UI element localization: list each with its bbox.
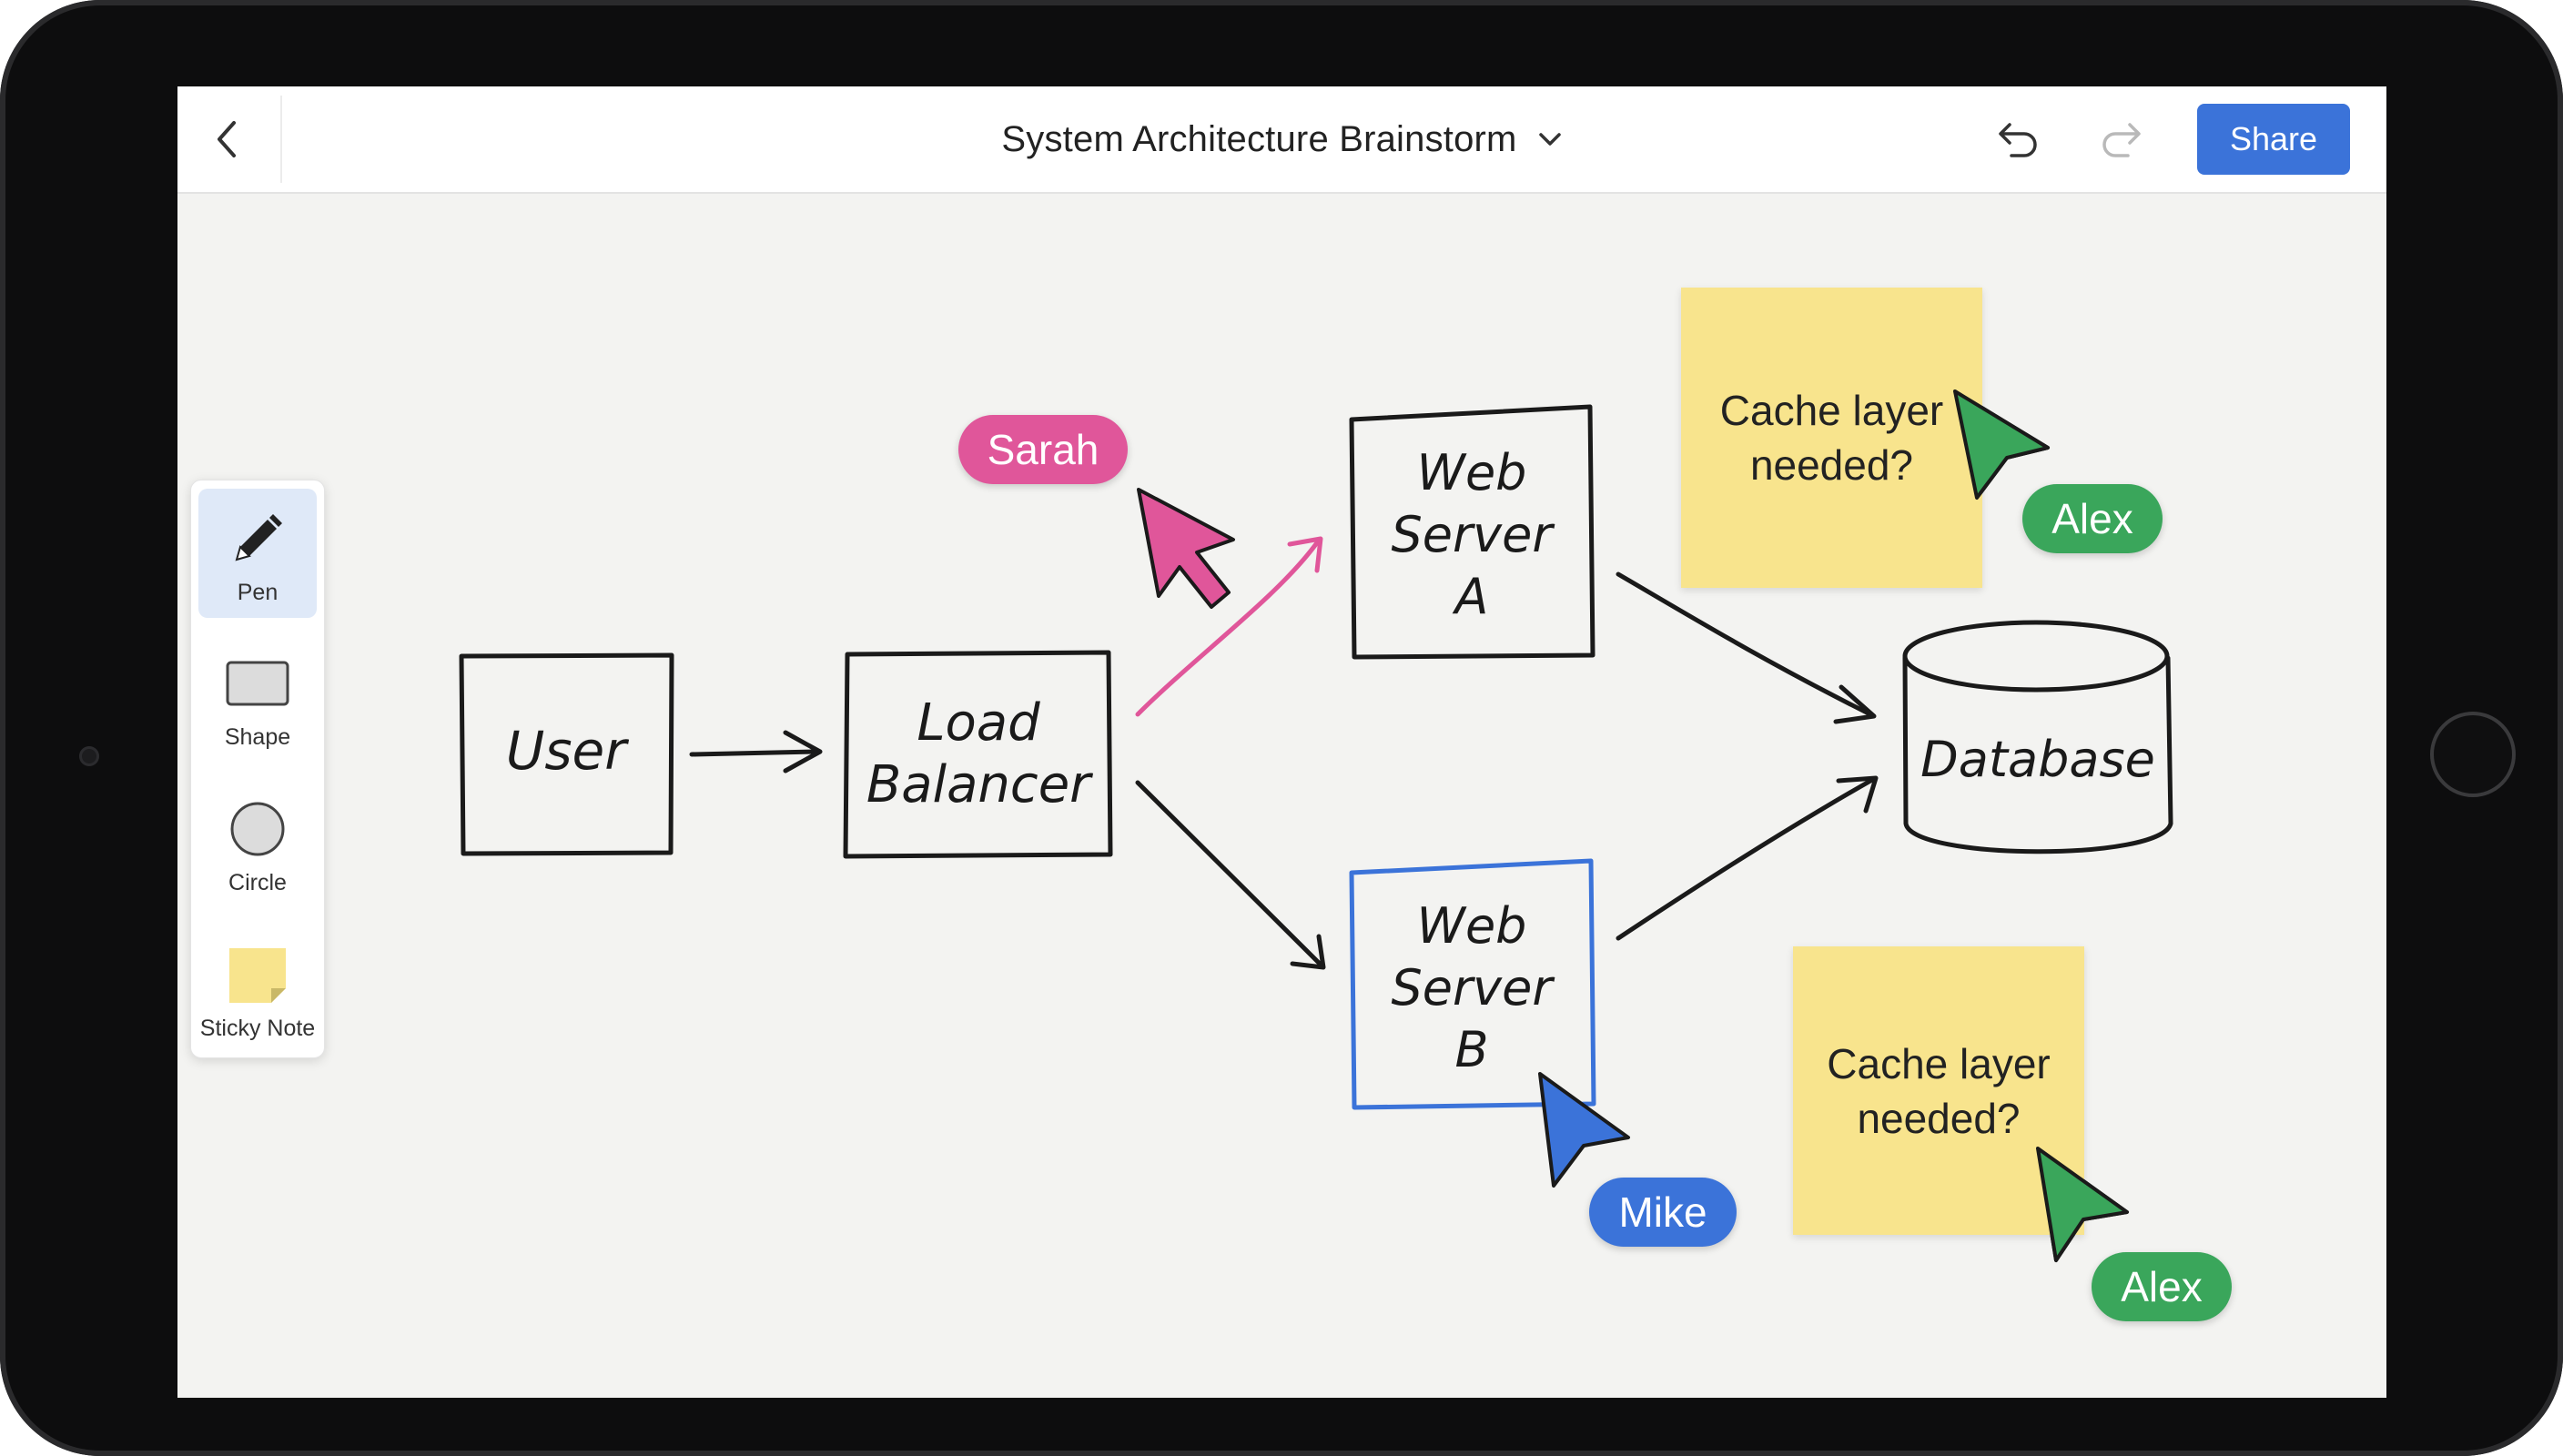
arrow-load-balancer-to-web-server-a bbox=[1135, 536, 1323, 717]
undo-icon bbox=[1999, 123, 2037, 157]
sticky-note[interactable]: Cache layer needed? bbox=[1793, 946, 2084, 1235]
app-screen: System Architecture Brainstorm Share bbox=[177, 86, 2386, 1398]
collaborator-tag-sarah: Sarah bbox=[958, 415, 1128, 484]
sticky-note-tool[interactable]: Sticky Note bbox=[198, 925, 317, 1054]
shape-tool-label: Shape bbox=[224, 724, 291, 750]
redo-button[interactable] bbox=[2093, 112, 2148, 167]
top-bar: System Architecture Brainstorm Share bbox=[177, 86, 2386, 194]
arrow-load-balancer-to-web-server-b bbox=[1135, 780, 1326, 970]
circle-icon bbox=[230, 802, 285, 856]
home-button[interactable] bbox=[2430, 712, 2516, 797]
sticky-note-tool-label: Sticky Note bbox=[199, 1016, 316, 1041]
web-server-a-label-line1: Web bbox=[1417, 444, 1527, 501]
title-area: System Architecture Brainstorm bbox=[177, 86, 2386, 192]
web-server-a-label-line3: A bbox=[1453, 568, 1489, 625]
sarah-cursor bbox=[1137, 488, 1235, 609]
circle-tool[interactable]: Circle bbox=[198, 779, 317, 908]
sticky-note-text: Cache layer needed? bbox=[1827, 1039, 2051, 1142]
share-button[interactable]: Share bbox=[2197, 104, 2350, 175]
web-server-a-node[interactable]: Web Server A bbox=[1349, 404, 1596, 660]
chevron-down-icon bbox=[1538, 133, 1561, 146]
pen-tool[interactable]: Pen bbox=[198, 489, 317, 618]
arrow-user-to-load-balancer bbox=[689, 730, 823, 774]
back-button[interactable] bbox=[200, 112, 255, 167]
database-label: Database bbox=[1920, 731, 2155, 788]
shape-tool[interactable]: Shape bbox=[198, 633, 317, 763]
sticky-note[interactable]: Cache layer needed? bbox=[1681, 288, 1982, 588]
load-balancer-label-line1: Load bbox=[917, 693, 1040, 753]
web-server-b-node[interactable]: Web Server B bbox=[1349, 858, 1596, 1110]
drawing-toolbar: Pen Shape Circle bbox=[190, 480, 325, 1058]
web-server-b-label-line2: Server bbox=[1391, 959, 1555, 1016]
database-node[interactable]: Database bbox=[1902, 620, 2173, 854]
web-server-a-label-line2: Server bbox=[1391, 506, 1555, 563]
arrow-web-server-b-to-database bbox=[1616, 775, 1879, 941]
load-balancer-label-line2: Balancer bbox=[866, 755, 1093, 814]
title-dropdown[interactable]: System Architecture Brainstorm bbox=[1001, 119, 1562, 160]
collaborator-tag-alex: Alex bbox=[2092, 1252, 2232, 1321]
undo-button[interactable] bbox=[1991, 112, 2046, 167]
user-node[interactable]: User bbox=[459, 652, 674, 856]
sticky-note-icon bbox=[229, 948, 286, 1003]
pen-tool-label: Pen bbox=[237, 580, 279, 605]
front-camera bbox=[79, 746, 99, 766]
user-node-label: User bbox=[506, 720, 629, 782]
rectangle-icon bbox=[226, 661, 289, 706]
pen-icon bbox=[235, 514, 282, 561]
collaborator-tag-alex: Alex bbox=[2022, 484, 2163, 553]
circle-tool-label: Circle bbox=[228, 870, 287, 895]
divider bbox=[280, 96, 282, 183]
load-balancer-node[interactable]: Load Balancer bbox=[843, 650, 1113, 859]
document-title: System Architecture Brainstorm bbox=[1001, 118, 1517, 159]
chevron-left-icon bbox=[218, 121, 236, 157]
web-server-b-label-line1: Web bbox=[1417, 897, 1527, 955]
arrow-web-server-a-to-database bbox=[1616, 571, 1877, 724]
sticky-note-text: Cache layer needed? bbox=[1719, 387, 1944, 489]
collaborator-tag-mike: Mike bbox=[1589, 1178, 1737, 1247]
mike-cursor bbox=[1538, 1072, 1630, 1188]
web-server-b-label-line3: B bbox=[1454, 1021, 1488, 1078]
redo-icon bbox=[2102, 123, 2141, 157]
